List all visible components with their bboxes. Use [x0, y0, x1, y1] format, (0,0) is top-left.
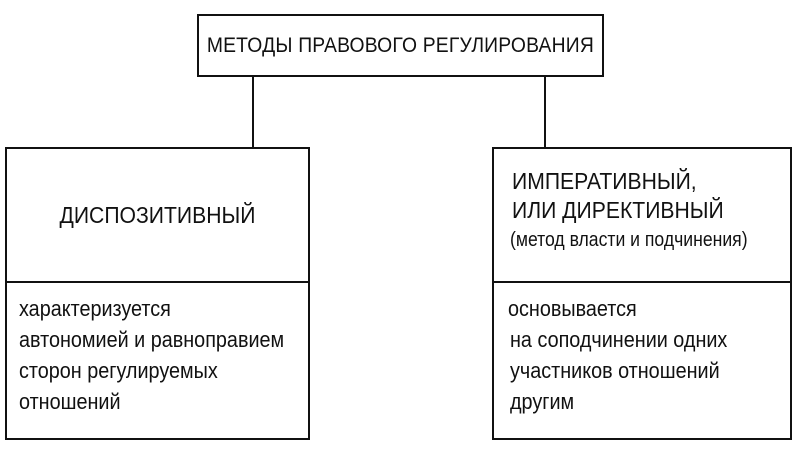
imperative-description-line: на соподчинении одних — [510, 327, 728, 352]
imperative-heading-line: ИМПЕРАТИВНЫЙ, — [512, 168, 697, 194]
imperative-method-box: ИМПЕРАТИВНЫЙ, ИЛИ ДИРЕКТИВНЫЙ (метод вла… — [492, 147, 792, 440]
imperative-description-line: основывается — [508, 296, 637, 321]
imperative-heading-line: ИЛИ ДИРЕКТИВНЫЙ — [512, 197, 724, 223]
dispositive-heading-cell: ДИСПОЗИТИВНЫЙ — [7, 149, 308, 283]
dispositive-heading: ДИСПОЗИТИВНЫЙ — [59, 201, 256, 228]
imperative-subheading: (метод власти и подчинения) — [510, 229, 748, 251]
dispositive-description-line: автономией и равноправием — [19, 327, 285, 352]
imperative-heading-cell: ИМПЕРАТИВНЫЙ, ИЛИ ДИРЕКТИВНЫЙ (метод вла… — [494, 149, 790, 283]
dispositive-description: характеризуется автономией и равноправие… — [19, 293, 314, 417]
dispositive-description-line: отношений — [19, 389, 121, 414]
dispositive-description-cell: характеризуется автономией и равноправие… — [7, 283, 308, 438]
imperative-heading: ИМПЕРАТИВНЫЙ, ИЛИ ДИРЕКТИВНЫЙ (метод вла… — [510, 167, 786, 255]
imperative-description-line: участников отношений — [510, 358, 720, 383]
imperative-description-line: другим — [510, 389, 575, 414]
diagram-title: МЕТОДЫ ПРАВОВОГО РЕГУЛИРОВАНИЯ — [206, 33, 595, 57]
imperative-description-cell: основывается на соподчинении одних участ… — [494, 283, 790, 438]
dispositive-description-line: сторон регулируемых — [19, 358, 218, 383]
title-box: МЕТОДЫ ПРАВОВОГО РЕГУЛИРОВАНИЯ — [197, 14, 604, 77]
dispositive-description-line: характеризуется — [19, 296, 171, 321]
imperative-description: основывается на соподчинении одних участ… — [508, 293, 751, 417]
dispositive-method-box: ДИСПОЗИТИВНЫЙ характеризуется автономией… — [5, 147, 310, 440]
